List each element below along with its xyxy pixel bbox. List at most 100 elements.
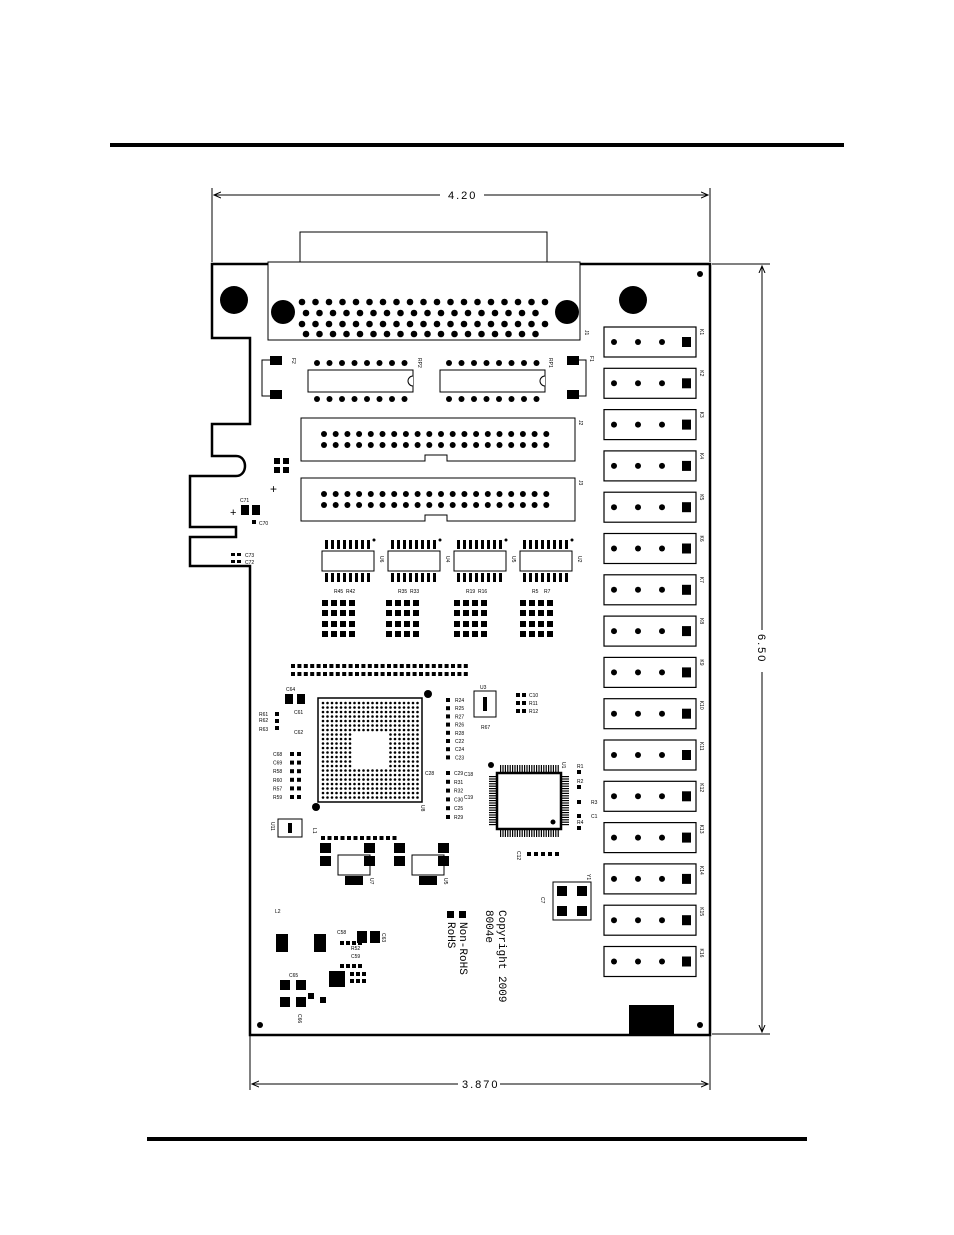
smd-pad [297,760,301,765]
relay-label: K9 [698,659,704,665]
bga-ball [366,710,370,714]
rohs-label: RoHS [444,922,456,949]
bga-ball [393,746,397,750]
bga-ball [398,728,401,732]
pin [543,491,550,497]
smd-pad [367,672,372,676]
smd-pad [340,941,344,945]
part-label: R24 [455,698,464,704]
bga-ball [335,724,338,727]
smd-pad [547,621,553,627]
bga-ball [398,769,401,772]
soic-lead [541,540,544,549]
bga-ball [339,773,343,777]
bga-ball [375,706,379,709]
bga-ball [366,719,370,723]
bga-ball [407,755,410,759]
relay-label: K16 [698,949,704,958]
smd-pad [331,610,337,616]
bga-ball [366,728,370,732]
qfp-lead [521,765,523,772]
bga-ball [366,782,370,786]
bga-ball [339,796,343,799]
part-label: R12 [529,709,538,715]
bga-ball [407,742,410,745]
bga-ball [393,737,397,741]
part-label: C18 [464,772,473,778]
bga-ball [330,791,334,795]
smd-pad [347,836,351,840]
relay-pin-square [682,543,691,554]
smd-pad [348,664,353,668]
relay-pin [659,958,665,965]
relay-pin [659,628,665,635]
bga-ball [348,706,352,709]
pin [414,431,421,437]
res-label: R5 [532,589,539,595]
bga-ball [389,764,392,768]
res-label: R33 [410,589,419,595]
smd-pad [454,610,460,616]
bga-ball [398,742,401,745]
smd-pad [348,672,353,676]
smd-pad [529,631,535,637]
soic-lead [355,540,358,549]
pin [424,330,431,338]
smd-pad [577,800,581,804]
qfp-lead [562,795,569,797]
c65-label: C65 [289,973,298,979]
smd-pad [275,719,279,723]
soic-lead [403,573,406,582]
bga-ball [402,760,406,763]
bga-ball [344,751,347,754]
smd-pad [395,621,401,627]
bga-ball [411,737,415,741]
qfp-lead [562,814,569,816]
bga-ball [407,701,410,705]
qfp-lead [548,765,550,772]
bga-ball [326,791,329,795]
bga-ball [384,778,388,781]
soic-chip: U6 [321,538,384,582]
bga-ball [326,742,329,745]
smd-pad [538,631,544,637]
bga-ball [393,715,397,718]
relay-label: K10 [698,701,704,710]
bga-ball [348,724,352,727]
qfp-lead [562,790,569,792]
smd-pad [463,610,469,616]
reg-label: U5 [442,878,448,885]
fiducial [697,271,703,277]
bga-ball [348,728,352,732]
bga-ball [366,778,370,781]
smd-pad [322,600,328,606]
bga-ball [353,701,356,705]
board-marking: RoHS Non-RoHS 8004e Copyright 2009 [444,910,507,1002]
part-label: C69 [273,761,282,767]
bga-ball [402,791,406,795]
bga-ball [411,715,415,718]
soic-lead [493,540,496,549]
pin1-dot [504,538,508,542]
bga-ball [371,701,374,705]
bga-ball [407,787,410,790]
part-label: R3 [591,800,598,806]
qfp-lead [489,824,496,826]
j3-header: J3 [300,477,583,522]
bga-right-labels: R24R25R27R26R28C22C24C23C29R31R32C30C25R… [425,693,598,860]
pin [356,502,363,508]
pin [438,442,444,448]
left-parts: + + C71 C70 C73 C72 [230,458,289,566]
smd-pad [322,631,328,637]
smd-pad [529,621,535,627]
relay-pin [659,793,665,800]
bga-ball [402,719,406,723]
pin [514,298,522,306]
cap-pad [438,843,449,853]
res-label: R19 [466,589,475,595]
soic-lead [559,573,562,582]
dim-top-label: 4.20 [448,190,477,202]
bga-ball [357,715,361,718]
relay-k1: K1 [603,326,704,358]
bga-ball [416,715,419,718]
